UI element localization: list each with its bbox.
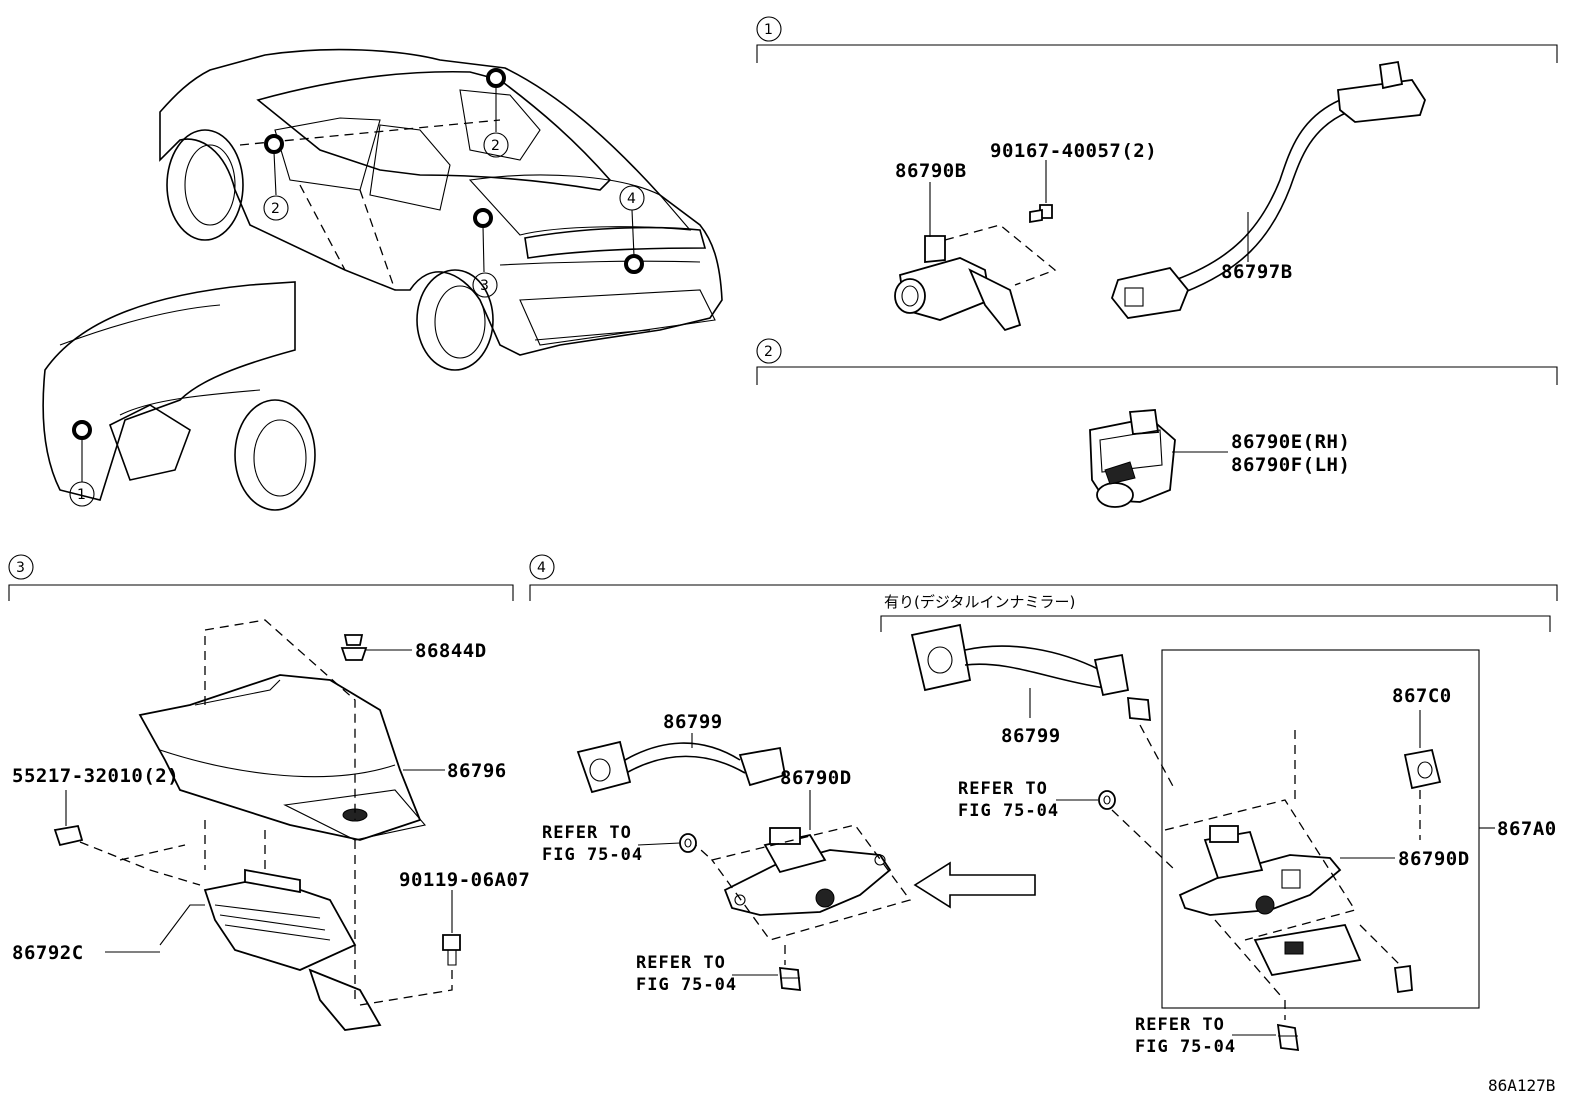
label-86792C: 86792C [12,942,84,964]
label-86790D-b: 86790D [1398,848,1470,870]
cable-86799-a [576,740,787,794]
callout-2b: 2 [491,138,500,154]
label-86796: 86796 [447,760,507,782]
grommet-b [1098,790,1116,810]
grommet-a [679,833,697,853]
section-4-number: 4 [537,560,546,576]
bracket-sub [1253,923,1362,977]
camera-86790B [894,235,1022,332]
assembly-box-867A0 [1161,649,1480,1009]
part-867C0 [1403,748,1442,790]
camera-86790D-b [1178,825,1342,916]
cable-86797B [1110,60,1426,319]
camera-86790E-F [1089,409,1176,508]
label-55217-32010: 55217-32010(2) [12,765,179,787]
refer-to-c-line2: FIG 75-04 [958,801,1059,821]
variant-note: 有り(デジタルインナミラー) [884,593,1075,611]
callout-1: 1 [77,487,86,503]
label-90119-06A07: 90119-06A07 [399,869,530,891]
ecu-86792C [159,868,382,1031]
refer-to-a-line1: REFER TO [542,823,632,843]
label-86790D-a: 86790D [780,767,852,789]
direction-arrow [913,861,1036,909]
section-2: 2 86790E(RH) 86790F(LH) [756,338,1558,508]
section-1: 1 86790B 90167-40057(2) 86797B [756,16,1558,332]
screw-b [1393,964,1413,994]
screw-a [778,966,802,992]
label-86844D: 86844D [415,640,487,662]
label-867C0: 867C0 [1392,685,1452,707]
label-86790E-RH: 86790E(RH) [1231,431,1350,453]
label-86790F-LH: 86790F(LH) [1231,454,1350,476]
label-86797B: 86797B [1221,261,1293,283]
section-1-number: 1 [764,22,773,38]
section-2-number: 2 [764,344,773,360]
bolt-90119 [442,934,461,966]
callout-4: 4 [627,191,636,207]
screw-c [1276,1023,1300,1052]
refer-to-d-line2: FIG 75-04 [1135,1037,1236,1057]
label-867A0: 867A0 [1497,818,1557,840]
refer-to-c-line1: REFER TO [958,779,1048,799]
clip-55217 [53,824,84,847]
refer-to-a-line2: FIG 75-04 [542,845,643,865]
refer-to-b-line1: REFER TO [636,953,726,973]
section-4: 4 86799 86790D REFER TO [529,554,1558,1057]
camera-86790D-a [723,827,892,916]
figure-code: 86A127B [1488,1076,1555,1095]
section-3-number: 3 [16,560,25,576]
label-86799-a: 86799 [663,711,723,733]
bolt-90167 [1029,204,1053,224]
refer-to-d-line1: REFER TO [1135,1015,1225,1035]
clip-86844D [340,634,368,661]
refer-to-b-line2: FIG 75-04 [636,975,737,995]
section-3: 3 86796 86844D 55217-32010(2) [8,554,530,1031]
label-90167-40057: 90167-40057(2) [990,140,1157,162]
callout-2a: 2 [271,201,280,217]
cover-86796 [138,674,427,841]
cable-86799-b [910,623,1152,722]
callout-3: 3 [480,278,489,294]
label-86790B: 86790B [895,160,967,182]
label-86799-b: 86799 [1001,725,1061,747]
car-illustration: 2 2 3 4 1 [42,48,723,511]
